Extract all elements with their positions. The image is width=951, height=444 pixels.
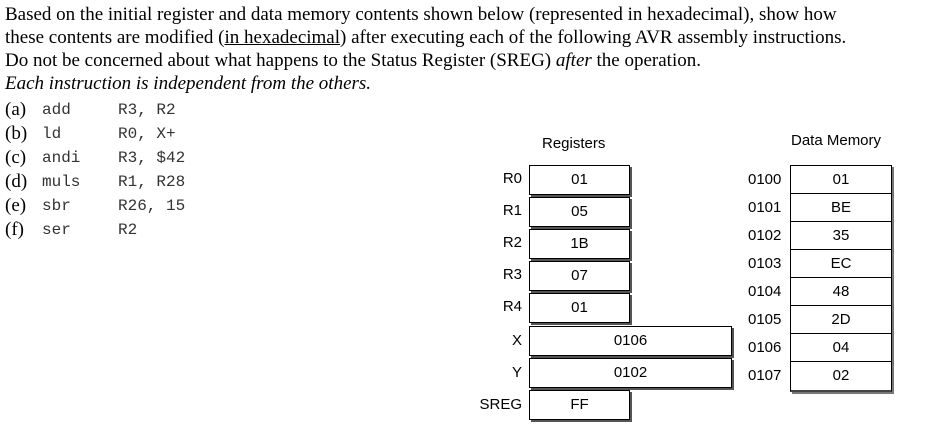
memory-address: 0102 [748,227,782,244]
instruction-operands: R3, R2 [118,101,176,119]
memory-address: 0106 [748,339,782,356]
instruction-label: (a) [5,99,27,120]
instruction-opcode: muls [42,173,81,191]
instruction-label: (d) [5,171,28,192]
register-value: 05 [529,197,630,227]
statement-line-2: these contents are modified (in hexadeci… [5,27,846,49]
statement-text: these contents are modified ( [5,27,225,48]
register-value: 01 [529,165,630,195]
statement-text: Do not be concerned about what happens t… [5,50,556,71]
pointer-value: 0102 [529,358,732,388]
register-value: 1B [529,229,630,259]
registers-title: Registers [542,135,606,152]
statement-text: ) after executing each of the following … [340,27,847,48]
register-name: R2 [502,234,522,251]
register-name: R4 [502,298,522,315]
instruction-operands: R26, 15 [118,197,186,215]
instruction-opcode: ld [42,125,62,143]
instruction-opcode: ser [42,221,71,239]
memory-address: 0105 [748,311,782,328]
status-register-name: SREG [479,396,522,413]
instruction-operands: R2 [118,221,138,239]
statement-line-3: Do not be concerned about what happens t… [5,50,701,72]
memory-cell: EC [791,249,891,278]
instruction-opcode: add [42,101,71,119]
memory-cell: 2D [791,305,891,334]
statement-line-4: Each instruction is independent from the… [5,73,372,94]
instruction-opcode: andi [42,149,81,167]
memory-cell: 01 [791,165,891,194]
underlined-text: in hexadecimal [224,27,341,48]
pointer-value: 0106 [529,326,732,356]
statement-text: the operation. [591,50,701,71]
register-value: 01 [529,293,630,323]
memory-address: 0107 [748,367,782,384]
register-name: R3 [502,266,522,283]
register-value: 07 [529,261,630,291]
memory-address: 0100 [748,171,782,188]
memory-table: 01 BE 35 EC 48 2D 04 02 [790,165,892,392]
register-name: R0 [502,170,522,187]
instruction-operands: R3, $42 [118,149,186,167]
pointer-name: X [511,332,522,349]
instruction-label: (e) [5,195,27,216]
instruction-label: (b) [5,123,28,144]
status-register-value: FF [529,390,630,420]
memory-address: 0101 [748,199,782,216]
memory-address: 0104 [748,283,782,300]
italic-text: after [555,50,592,71]
instruction-operands: R1, R28 [118,173,186,191]
memory-cell: 04 [791,333,891,362]
register-name: R1 [502,202,522,219]
instruction-label: (c) [5,147,27,168]
memory-cell: 48 [791,277,891,306]
memory-address: 0103 [748,255,782,272]
memory-cell: BE [791,193,891,222]
statement-line-1: Based on the initial register and data m… [5,4,837,25]
instruction-opcode: sbr [42,197,71,215]
instruction-operands: R0, X+ [118,125,176,143]
data-memory-title: Data Memory [791,132,882,149]
instruction-label: (f) [5,219,24,240]
memory-cell: 35 [791,221,891,250]
memory-cell: 02 [791,361,891,390]
pointer-name: Y [511,364,522,381]
